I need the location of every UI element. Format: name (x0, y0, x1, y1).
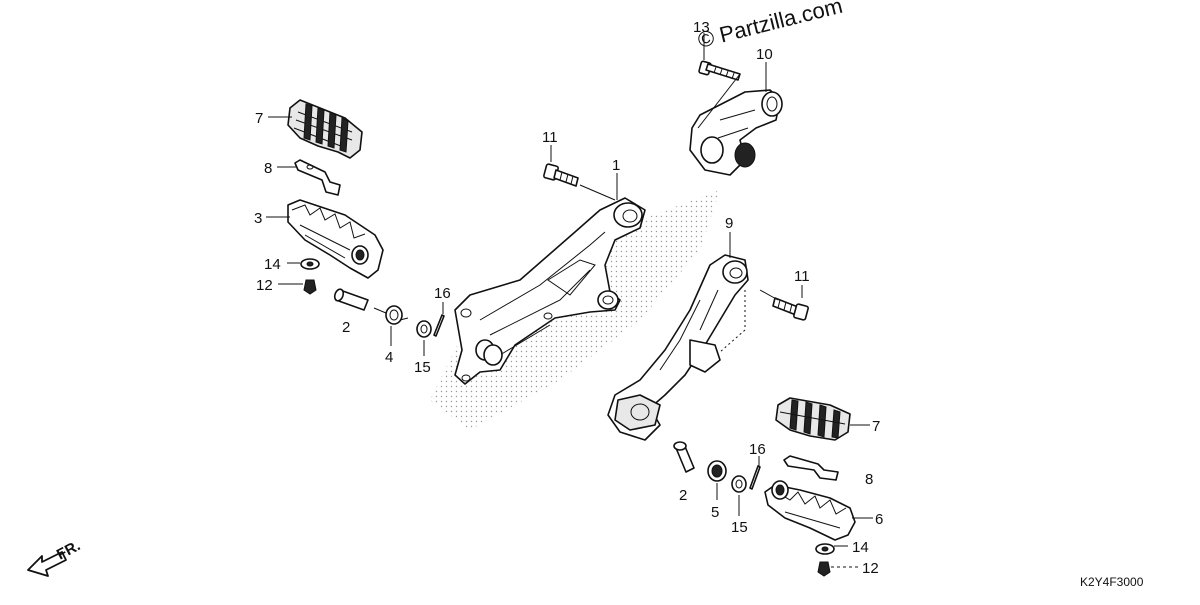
callout-5-right: 5 (711, 504, 719, 521)
part-7-rubber-right[interactable] (775, 397, 851, 441)
callout-11-right: 11 (794, 268, 810, 285)
part-2-pin-right[interactable] (673, 441, 695, 473)
part-8-plate-right[interactable] (783, 455, 839, 481)
callout-15-right: 15 (731, 519, 748, 536)
leader-11-right (759, 289, 779, 301)
part-3-step-left[interactable] (287, 199, 384, 279)
part-12-nut-right[interactable] (817, 561, 831, 577)
part-2-pin-left[interactable] (333, 288, 369, 311)
callout-12-left: 12 (256, 277, 273, 294)
callout-8-right: 8 (865, 471, 873, 488)
callout-12-right: 12 (862, 560, 879, 577)
callout-11-left: 11 (542, 129, 558, 146)
part-7-rubber-left[interactable] (287, 99, 363, 159)
part-12-nut-left[interactable] (303, 279, 317, 295)
callout-2-left: 2 (342, 319, 350, 336)
part-15-washer-right[interactable] (731, 475, 747, 493)
callout-8-left: 8 (264, 160, 272, 177)
part-15-washer-left[interactable] (416, 320, 432, 338)
part-9-right-bracket[interactable] (607, 254, 749, 441)
part-11-bolt-right[interactable] (772, 297, 809, 321)
callout-3-left: 3 (254, 210, 262, 227)
part-8-plate-left[interactable] (294, 159, 341, 196)
watermark-text: © Partzilla.com (695, 0, 845, 53)
part-13-bolt[interactable] (698, 60, 741, 81)
callout-13: 13 (693, 19, 710, 36)
callout-2-right: 2 (679, 487, 687, 504)
part-16-pin-right[interactable] (749, 465, 761, 490)
callout-1: 1 (612, 157, 620, 174)
part-14-washer-right[interactable] (815, 543, 835, 555)
leader-bracket (697, 73, 741, 129)
callout-14-right: 14 (852, 539, 869, 556)
callout-16-right: 16 (749, 441, 766, 458)
part-4-spring-left[interactable] (373, 305, 409, 325)
leader-bolt-to-1 (579, 184, 616, 201)
leader-9-dash (719, 290, 746, 353)
callout-15-left: 15 (414, 359, 431, 376)
diagram-code: K2Y4F3000 (1080, 575, 1144, 589)
part-14-washer-left[interactable] (300, 258, 320, 270)
callout-16-left: 16 (434, 285, 451, 302)
callout-10: 10 (756, 46, 773, 63)
part-10-bracket[interactable] (689, 89, 783, 176)
part-6-step-right[interactable] (764, 480, 856, 541)
callout-9: 9 (725, 215, 733, 232)
direction-arrow: FR. (27, 537, 83, 577)
callout-14-left: 14 (264, 256, 281, 273)
callout-7-left: 7 (255, 110, 263, 127)
part-1-main-bracket[interactable] (454, 197, 646, 385)
callout-6-right: 6 (875, 511, 883, 528)
callout-7-right: 7 (872, 418, 880, 435)
part-16-pin-left[interactable] (433, 314, 445, 337)
callout-4-left: 4 (385, 349, 393, 366)
part-5-spring-right[interactable] (707, 460, 727, 482)
part-11-bolt-left[interactable] (543, 163, 579, 187)
